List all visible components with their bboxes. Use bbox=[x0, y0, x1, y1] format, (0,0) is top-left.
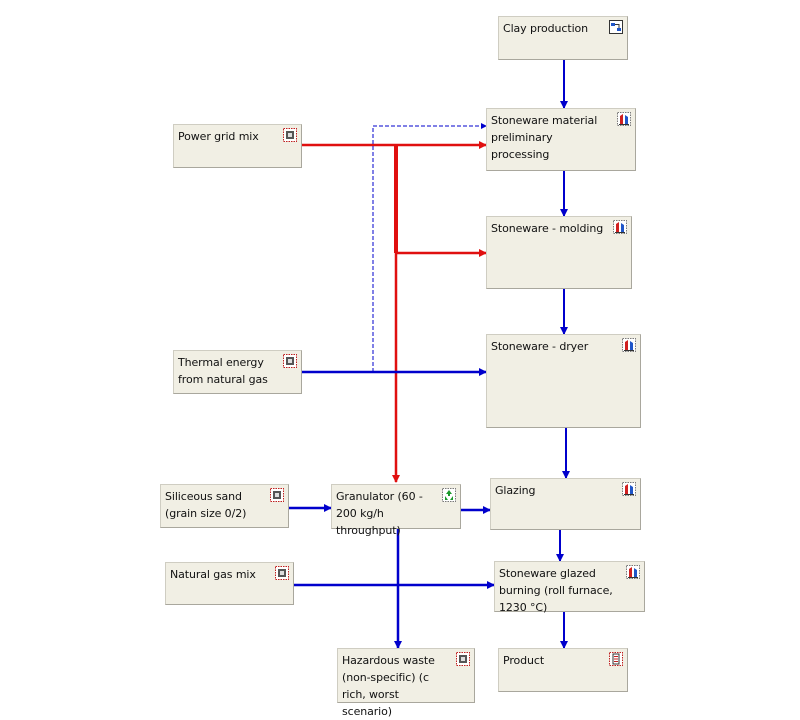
aggregated-process-icon bbox=[283, 354, 297, 368]
node-label: Power grid mix bbox=[178, 130, 259, 143]
aggregated-process-icon bbox=[270, 488, 284, 502]
node-thermal-energy[interactable]: Thermal energy from natural gas bbox=[173, 350, 302, 394]
unit-process-icon bbox=[613, 220, 627, 234]
recycling-process-icon bbox=[442, 488, 456, 502]
product-icon bbox=[609, 652, 623, 666]
node-label: Stoneware glazed burning (roll furnace, … bbox=[499, 567, 613, 614]
node-stoneware-dryer[interactable]: Stoneware - dryer bbox=[486, 334, 641, 428]
unit-process-icon bbox=[617, 112, 631, 126]
node-glazing[interactable]: Glazing bbox=[490, 478, 641, 530]
unit-process-icon bbox=[626, 565, 640, 579]
node-label: Hazardous waste (non-specific) (c rich, … bbox=[342, 654, 435, 718]
node-clay-production[interactable]: Clay production bbox=[498, 16, 628, 60]
aggregated-process-icon bbox=[456, 652, 470, 666]
plan-icon bbox=[609, 20, 623, 34]
node-granulator[interactable]: Granulator (60 - 200 kg/h throughput) bbox=[331, 484, 461, 537]
flow-thermal-to-preliminary[interactable] bbox=[372, 123, 487, 372]
node-label: Stoneware - molding bbox=[491, 222, 604, 235]
node-label: Granulator (60 - 200 kg/h throughput) bbox=[336, 490, 423, 537]
aggregated-process-icon bbox=[283, 128, 297, 142]
node-hazardous-waste[interactable]: Hazardous waste (non-specific) (c rich, … bbox=[337, 648, 475, 718]
unit-process-icon bbox=[622, 338, 636, 352]
node-product[interactable]: Product bbox=[498, 648, 628, 692]
node-label: Thermal energy from natural gas bbox=[178, 356, 268, 386]
node-siliceous-sand[interactable]: Siliceous sand (grain size 0/2) bbox=[160, 484, 289, 528]
node-label: Clay production bbox=[503, 22, 589, 35]
node-preliminary-processing[interactable]: Stoneware material preliminary processin… bbox=[486, 108, 636, 171]
node-stoneware-molding[interactable]: Stoneware - molding bbox=[486, 216, 632, 289]
node-label: Natural gas mix bbox=[170, 568, 256, 581]
node-power-grid-mix[interactable]: Power grid mix bbox=[173, 124, 302, 168]
node-natural-gas-mix[interactable]: Natural gas mix bbox=[165, 562, 294, 605]
node-label: Siliceous sand (grain size 0/2) bbox=[165, 490, 247, 520]
node-label: Product bbox=[503, 654, 545, 667]
node-label: Stoneware - dryer bbox=[491, 340, 589, 353]
unit-process-icon bbox=[622, 482, 636, 496]
node-label: Stoneware material preliminary processin… bbox=[491, 114, 598, 161]
aggregated-process-icon bbox=[275, 566, 289, 580]
node-label: Glazing bbox=[495, 484, 536, 497]
node-glazed-burning[interactable]: Stoneware glazed burning (roll furnace, … bbox=[494, 561, 645, 614]
